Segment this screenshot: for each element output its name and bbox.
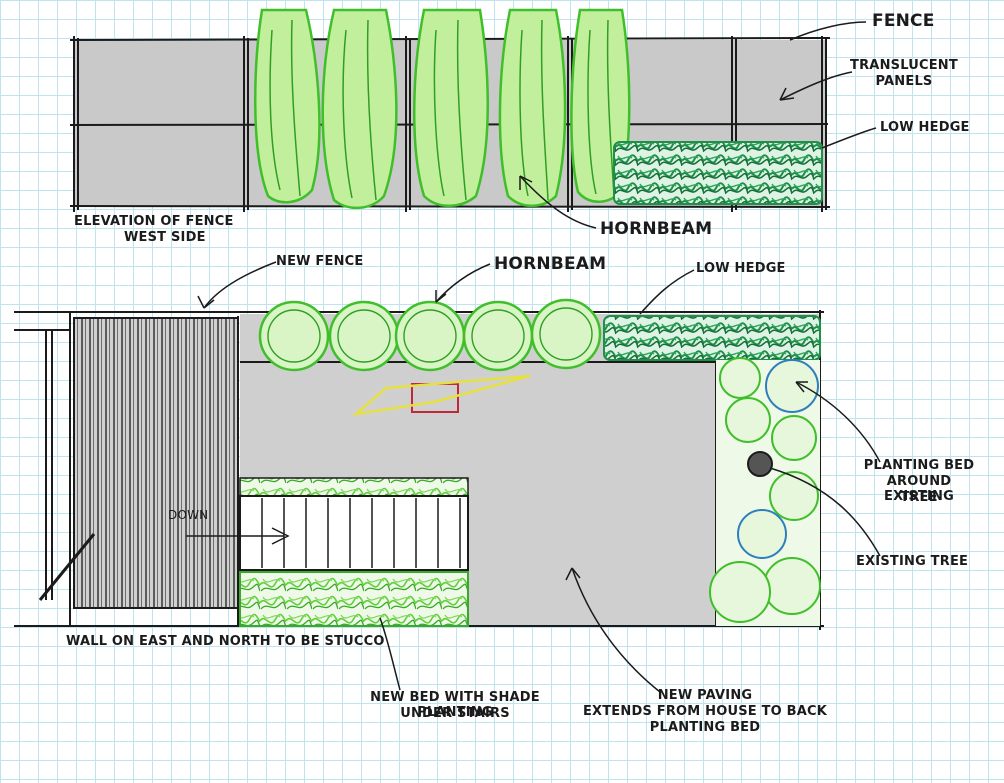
stair-arrow-icon xyxy=(271,527,290,545)
low-hedge-plan xyxy=(603,315,821,361)
label-planting-bed-1: PLANTING BED xyxy=(863,458,975,473)
label-translucent-panels-2: PANELS xyxy=(875,74,933,89)
hornbeam-tree-4 xyxy=(498,8,567,207)
hornbeam-tree-2 xyxy=(321,8,398,209)
stairs xyxy=(186,477,469,571)
hornbeam-plan-trees xyxy=(258,298,602,372)
deck-slats xyxy=(73,317,239,609)
label-fence: FENCE xyxy=(872,11,935,31)
leader-lines xyxy=(203,21,881,693)
label-hornbeam-elevation: HORNBEAM xyxy=(600,219,713,239)
label-translucent-panels-1: TRANSLUCENT xyxy=(850,58,958,73)
label-elevation-subtitle: WEST SIDE xyxy=(124,230,206,245)
label-new-bed-2: UNDER STAIRS xyxy=(400,706,510,721)
label-low-hedge-plan: LOW HEDGE xyxy=(696,261,786,276)
tree-planting-bed xyxy=(709,357,821,626)
hornbeam-tree-1 xyxy=(254,8,321,204)
label-new-paving-1: NEW PAVING xyxy=(657,688,753,703)
label-down: DOWN xyxy=(168,508,209,522)
label-existing-tree: EXISTING TREE xyxy=(856,554,969,569)
label-new-bed-1: NEW BED WITH SHADE PLANTING xyxy=(370,690,540,720)
label-planting-bed-2: AROUND EXISTING xyxy=(884,474,954,504)
label-new-fence: NEW FENCE xyxy=(276,254,364,269)
label-planting-bed-3: TREE xyxy=(900,490,938,505)
fence-elevation xyxy=(69,8,831,212)
hornbeam-tree-3 xyxy=(413,8,489,207)
label-low-hedge-elevation: LOW HEDGE xyxy=(880,120,970,135)
leader-arrowheads xyxy=(197,87,808,581)
leader-fence xyxy=(789,21,867,41)
door-swing xyxy=(38,533,96,601)
label-hornbeam-plan: HORNBEAM xyxy=(494,254,607,274)
label-elevation-title: ELEVATION OF FENCE xyxy=(74,214,234,229)
yellow-marker xyxy=(351,374,531,416)
existing-tree-trunk xyxy=(747,451,773,477)
label-new-paving-3: PLANTING BED xyxy=(649,720,761,735)
hornbeam-elevation-trees xyxy=(254,8,631,209)
shade-planting-bed xyxy=(239,571,469,627)
label-wall-stucco: WALL ON EAST AND NORTH TO BE STUCCO xyxy=(66,634,385,649)
low-hedge-elevation xyxy=(613,141,823,205)
garden-plan xyxy=(14,298,824,630)
label-new-paving-2: EXTENDS FROM HOUSE TO BACK xyxy=(582,704,828,719)
